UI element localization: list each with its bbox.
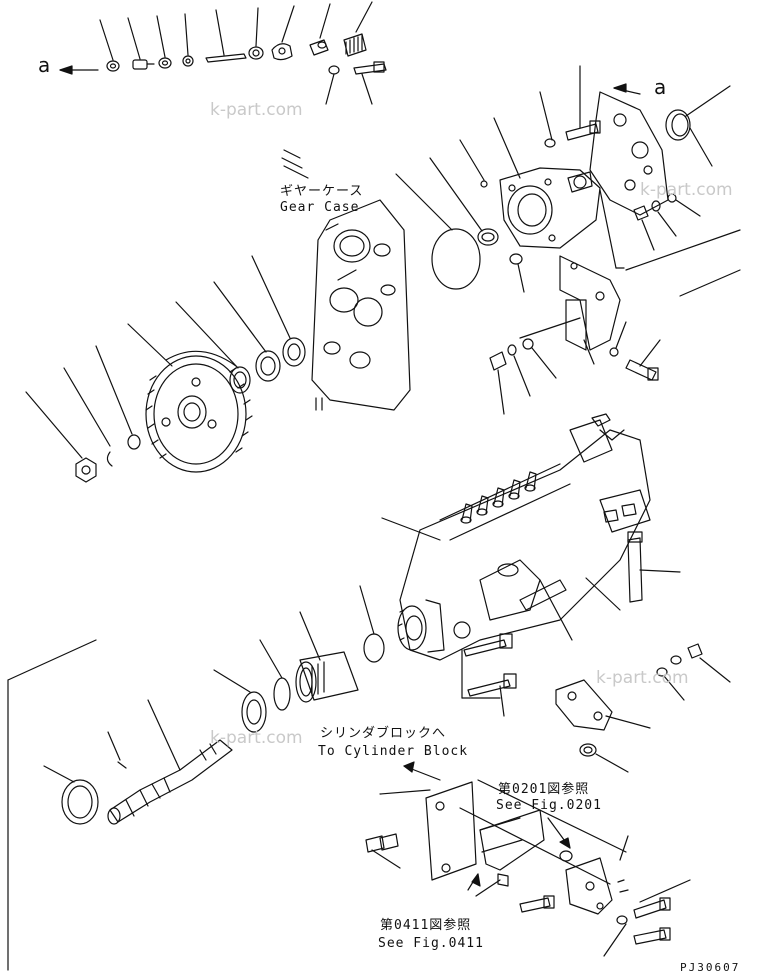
- fig-0411-ref-en: See Fig.0411: [378, 936, 484, 951]
- watermark: k-part.com: [596, 668, 689, 688]
- view-a-marker-right: a: [654, 75, 667, 99]
- gear-case: [281, 149, 481, 411]
- watermark: k-part.com: [210, 728, 303, 748]
- injection-pump: [381, 413, 731, 717]
- cylinder-block-label-jp: シリンダブロックへ: [320, 726, 447, 741]
- bottom-brackets: [365, 679, 691, 957]
- cover-assembly: [429, 65, 741, 415]
- watermark: k-part.com: [210, 100, 303, 120]
- drawing-code: PJ30607: [680, 961, 741, 974]
- fig-0411-ref-jp: 第0411図参照: [380, 918, 472, 933]
- gear-case-label-en: Gear Case: [280, 200, 360, 215]
- fig-0201-ref-en: See Fig.0201: [496, 798, 602, 813]
- top-parts-row: [59, 1, 387, 105]
- drive-gear-stack: [25, 255, 306, 483]
- shaft-assembly: [7, 585, 385, 971]
- gear-case-label-jp: ギヤーケース: [280, 184, 364, 199]
- watermark: k-part.com: [640, 180, 733, 200]
- fig-0201-ref-jp: 第0201図参照: [498, 782, 590, 797]
- view-a-marker-left: a: [38, 53, 51, 77]
- cylinder-block-label-en: To Cylinder Block: [318, 744, 469, 759]
